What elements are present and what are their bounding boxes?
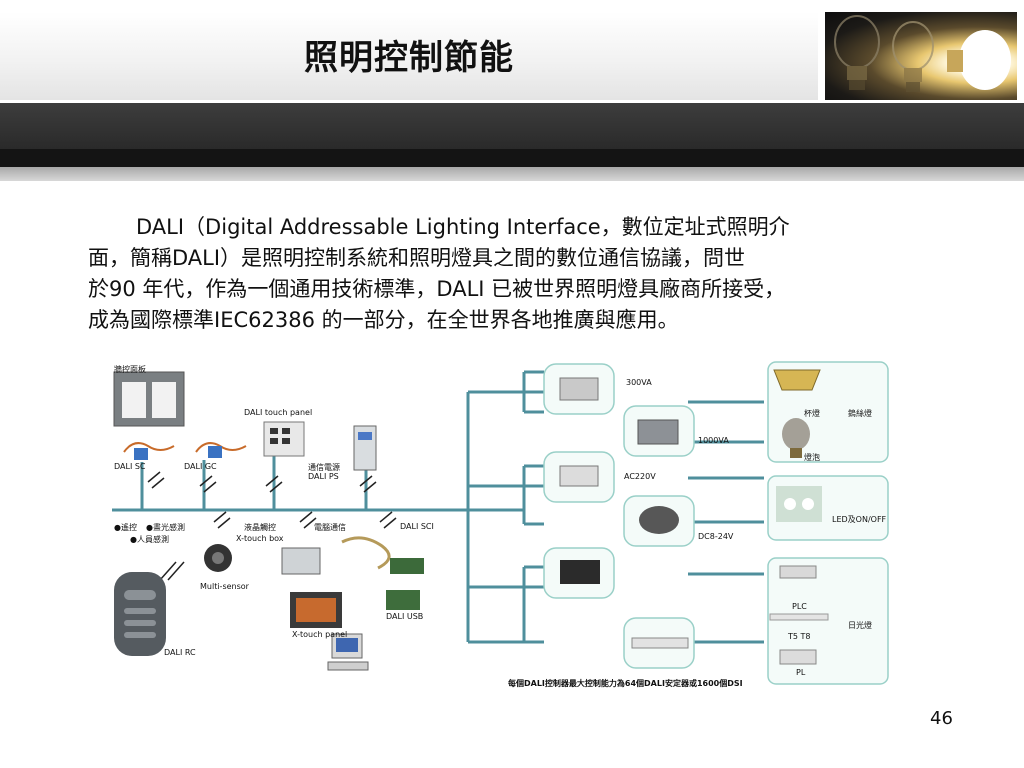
body-paragraph: DALI（Digital Addressable Lighting Interf… xyxy=(88,212,934,336)
lamp-images xyxy=(769,369,829,665)
header-bar-dark xyxy=(0,103,1024,149)
sc-device-image xyxy=(134,448,148,460)
page-number: 46 xyxy=(930,708,953,729)
label-tungsten: 鎢絲燈 xyxy=(848,409,872,418)
label-ps: DALI PS xyxy=(308,472,339,481)
dali-bus-lines xyxy=(112,370,764,644)
usb-device-image xyxy=(386,590,420,610)
label-sci: DALI SCI xyxy=(400,522,434,531)
label-300va: 300VA xyxy=(626,378,652,387)
bus-slash-marks xyxy=(147,471,397,581)
paragraph-line-3: 於90 年代，作為一個通用技術標準，DALI 已被世界照明燈具廠商所接受， xyxy=(88,277,786,301)
paragraph-line-2: 面，簡稱DALI）是照明控制系統和照明燈具之間的數位通信協議，問世 xyxy=(88,246,746,270)
gc-device-image xyxy=(208,446,222,458)
label-xtouch-box: X-touch box xyxy=(236,534,284,543)
label-t5t8: T5 T8 xyxy=(788,632,811,641)
label-dc: DC8-24V xyxy=(698,532,734,541)
header-bar-black xyxy=(0,149,1024,167)
paragraph-line-4: 成為國際標準IEC62386 的一部分，在全世界各地推廣與應用。 xyxy=(88,308,679,332)
label-touch-panel: DALI touch panel xyxy=(244,408,313,417)
label-remote: ●遙控 xyxy=(114,523,137,532)
header-bar-grey xyxy=(0,167,1024,181)
label-ac220: AC220V xyxy=(624,472,656,481)
label-occupancy: ●人員感測 xyxy=(130,535,169,544)
light-bulb-photo xyxy=(825,12,1017,100)
label-usb: DALI USB xyxy=(386,612,424,621)
paragraph-line-1: DALI（Digital Addressable Lighting Interf… xyxy=(136,215,790,239)
label-fluorescent: 日光燈 xyxy=(848,621,872,630)
diagram-footer-note: 每個DALI控制器最大控制能力為64個DALI安定器或1600個DSI xyxy=(508,679,743,688)
label-lcd-control: 液晶觸控 xyxy=(244,523,276,532)
label-light-sensor: ●晝光感測 xyxy=(146,523,185,532)
diagram-graphics xyxy=(112,361,889,685)
label-rc: DALI RC xyxy=(164,648,196,657)
label-led: LED及ON/OFF xyxy=(832,515,887,524)
slide-title: 照明控制節能 xyxy=(304,38,514,78)
light-bulb-illustration xyxy=(834,15,1011,92)
label-gc: DALI GC xyxy=(184,462,217,471)
sc-device-wires xyxy=(123,442,175,453)
label-xtouch-panel: X-touch panel xyxy=(292,630,348,639)
label-bulb: 燈泡 xyxy=(804,453,820,462)
label-ps-cn: 通信電源 xyxy=(308,463,340,472)
label-plc: PLC xyxy=(792,602,807,611)
xtouch-box-image xyxy=(281,547,321,575)
label-pc-comm: 電腦通信 xyxy=(314,523,346,532)
label-wall-panel: 牆控面板 xyxy=(114,365,146,374)
label-pl: PL xyxy=(796,668,806,677)
dali-system-diagram: 牆控面板 DALI touch panel DALI SC DALI GC 通信… xyxy=(104,352,904,700)
comm-cable-image xyxy=(341,536,391,570)
label-1000va: 1000VA xyxy=(698,436,729,445)
label-multi-sensor: Multi-sensor xyxy=(200,582,249,591)
sci-device-image xyxy=(390,558,424,574)
label-cup-lamp: 杯燈 xyxy=(804,409,820,418)
label-sc: DALI SC xyxy=(114,462,146,471)
title-band xyxy=(0,12,818,100)
control-gear-images xyxy=(559,377,689,649)
